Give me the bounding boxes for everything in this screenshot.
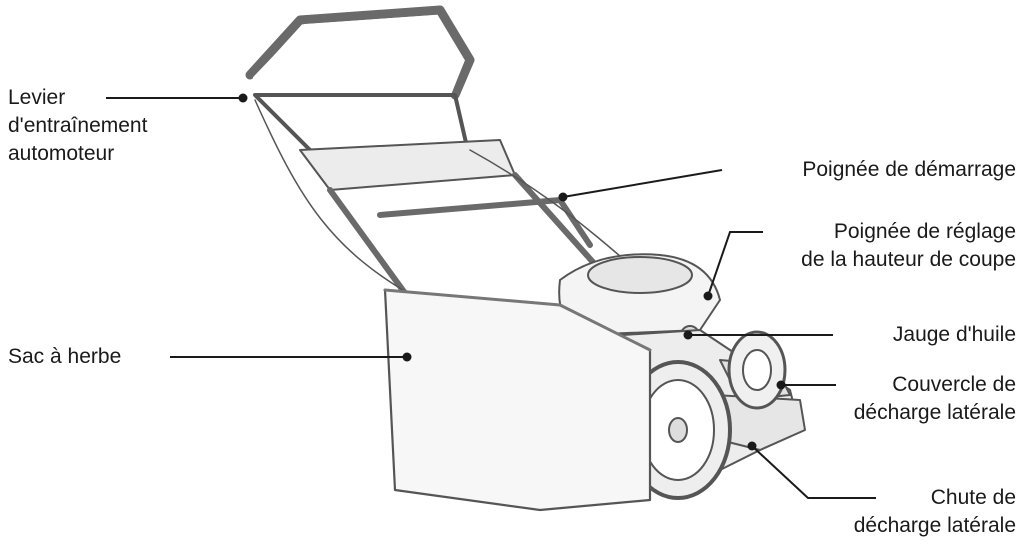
leader-dot-cover [776,380,786,390]
label-line: Sac à herbe [8,345,122,368]
leader-line-height [707,231,763,297]
label-line: d'entraînement [8,114,148,137]
label-line: Chute de [930,486,1016,509]
label-self-propel-lever: Levier d'entraînement automoteur [8,84,147,168]
label-line: automoteur [8,142,115,165]
label-line: Poignée de réglage [833,220,1016,243]
label-starter-handle: Poignée de démarrage [802,156,1016,184]
engine-top [587,256,693,294]
label-oil-dipstick: Jauge d'huile [893,321,1016,349]
handle-cross [299,139,516,191]
leader-dot-bag [402,352,412,362]
handle-bar-inner [253,15,464,94]
label-line: décharge latérale [853,401,1016,424]
label-line: décharge latérale [853,514,1016,537]
leader-dot-chute [747,441,757,451]
label-line: Poignée de démarrage [802,158,1016,181]
label-side-discharge-cover: Couvercle de décharge latérale [854,371,1016,427]
handle-bar-left [245,5,475,100]
leader-line-chute [751,445,876,499]
label-line: Levier [8,86,66,109]
label-side-discharge-chute: Chute de décharge latérale [854,484,1016,540]
leader-dot-height [703,291,713,301]
lower-frame [327,172,603,303]
label-grass-bag: Sac à herbe [8,343,121,371]
leader-line-starter [562,169,723,198]
leader-dot-lever [238,93,248,103]
label-line: de la hauteur de coupe [801,248,1016,271]
cable [254,99,421,301]
label-line: Jauge d'huile [892,323,1016,346]
leader-dot-dipstick [683,330,693,340]
leader-dot-starter [558,192,568,202]
label-height-adjust-handle: Poignée de réglage de la hauteur de coup… [801,218,1016,274]
label-line: Couvercle de [892,373,1016,396]
